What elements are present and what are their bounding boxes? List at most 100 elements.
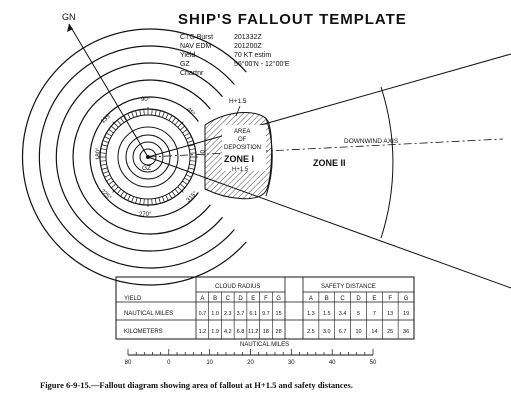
table-cell: 1.0 bbox=[211, 311, 219, 317]
compass-tick bbox=[100, 148, 107, 151]
compass-tick bbox=[120, 191, 125, 197]
compass-tick bbox=[108, 180, 114, 185]
compass-tick bbox=[171, 117, 176, 123]
table-cell: 6.1 bbox=[249, 311, 257, 317]
compass-tick bbox=[168, 193, 173, 199]
compass-tick bbox=[165, 113, 169, 120]
compass-tick bbox=[100, 160, 107, 162]
deposition-label-line: DEPOSITION bbox=[224, 145, 261, 151]
compass-tick bbox=[154, 198, 157, 205]
table-cell: 6.8 bbox=[237, 329, 245, 335]
compass-tick bbox=[127, 194, 131, 201]
compass-tick bbox=[185, 174, 192, 178]
column-header: G bbox=[404, 296, 409, 302]
compass-tick bbox=[116, 119, 122, 126]
north-arrow-icon bbox=[67, 24, 73, 32]
table-cell: 14 bbox=[371, 329, 377, 335]
compass-tick bbox=[189, 163, 196, 166]
deposition-labels: AREA OF DEPOSITION H+1.5 bbox=[224, 129, 261, 173]
range-arc bbox=[38, 45, 235, 269]
bearing-label: 225° bbox=[99, 188, 112, 201]
compass-tick bbox=[179, 183, 186, 189]
range-arc bbox=[21, 28, 247, 286]
compass-tick bbox=[185, 136, 192, 140]
compass-ticks bbox=[98, 107, 198, 207]
field-label: NAV EDM bbox=[180, 43, 212, 50]
compass-tick bbox=[189, 152, 196, 154]
scale-tick-label: 10 bbox=[206, 360, 213, 366]
compass-tick bbox=[171, 191, 176, 197]
scale-tick-label: 0 bbox=[167, 360, 171, 366]
compass-tick bbox=[174, 119, 180, 126]
table-cell: 1.3 bbox=[307, 311, 315, 317]
compass-tick bbox=[162, 111, 165, 118]
compass-tick bbox=[120, 117, 125, 123]
bearing-label: 180° bbox=[96, 147, 102, 160]
compass-tick bbox=[168, 115, 173, 121]
gz-label: GZ bbox=[142, 165, 151, 172]
column-header: F bbox=[388, 296, 392, 302]
compass-tick bbox=[162, 196, 165, 203]
h-time-pointer bbox=[235, 105, 241, 117]
column-header: B bbox=[213, 296, 217, 302]
deposition-label-line: OF bbox=[238, 137, 247, 143]
table-border bbox=[115, 276, 415, 340]
bearing-label: 0° bbox=[198, 150, 204, 156]
table-cell: 4.2 bbox=[224, 329, 232, 335]
compass-tick bbox=[110, 125, 117, 131]
compass-tick bbox=[106, 132, 112, 137]
compass-tick bbox=[184, 132, 190, 137]
compass-tick bbox=[139, 198, 142, 205]
table-cell: 10 bbox=[355, 329, 361, 335]
table-cell: 3.0 bbox=[323, 329, 331, 335]
compass-tick bbox=[127, 113, 131, 120]
scale-tick-label: 50 bbox=[370, 360, 377, 366]
row-label: NAUTICAL MILES bbox=[124, 311, 173, 317]
zone-2-boundary bbox=[380, 86, 394, 239]
table-cell: 3.7 bbox=[237, 311, 245, 317]
compass-tick bbox=[188, 144, 195, 147]
column-header: F bbox=[264, 296, 268, 302]
compass-tick bbox=[101, 167, 108, 170]
compass-tick bbox=[123, 115, 128, 121]
range-arc bbox=[89, 96, 199, 218]
field-label: GZ bbox=[180, 61, 190, 68]
template-title: SHIP'S FALLOUT TEMPLATE bbox=[178, 11, 407, 28]
compass-tick bbox=[131, 111, 134, 118]
table-column-rules bbox=[208, 292, 399, 339]
compass-tick bbox=[151, 198, 153, 205]
table-cell: 1.9 bbox=[211, 329, 219, 335]
row-label: KILOMETERS bbox=[124, 329, 163, 335]
bearing-label: 270° bbox=[139, 212, 152, 218]
field-value: 56°00'N - 12°00'E bbox=[234, 60, 290, 68]
compass-tick bbox=[158, 110, 161, 117]
table-cell: 13 bbox=[387, 311, 393, 317]
compass-tick bbox=[104, 174, 111, 178]
bearing-label: 315° bbox=[186, 190, 199, 203]
compass-tick bbox=[135, 110, 138, 117]
compass-tick bbox=[182, 180, 188, 185]
downwind-axis-label: DOWNWIND AXIS bbox=[344, 138, 399, 145]
scale-tick-label: 40 bbox=[329, 360, 336, 366]
zone-1-label: ZONE I bbox=[224, 154, 254, 164]
compass-tick bbox=[108, 129, 114, 134]
field-value: 201200Z bbox=[234, 43, 262, 50]
compass-tick bbox=[102, 140, 109, 143]
compass-tick bbox=[151, 109, 153, 116]
field-value: 201332Z bbox=[234, 34, 262, 41]
table-cell: 18 bbox=[263, 329, 269, 335]
column-header: A bbox=[309, 296, 313, 302]
compass-tick bbox=[177, 121, 184, 128]
table-cell: 11.2 bbox=[248, 329, 258, 335]
deposition-label-box bbox=[222, 125, 266, 171]
compass-tick bbox=[177, 186, 184, 193]
table-cell: 2.5 bbox=[307, 329, 315, 335]
compass-tick bbox=[143, 109, 145, 116]
distance-table bbox=[115, 276, 415, 340]
bearing-label: 135° bbox=[100, 112, 113, 125]
column-header: E bbox=[372, 296, 376, 302]
column-header: A bbox=[200, 296, 204, 302]
deposition-label-line: H+1.5 bbox=[232, 167, 249, 173]
table-cell: 19 bbox=[403, 311, 409, 317]
